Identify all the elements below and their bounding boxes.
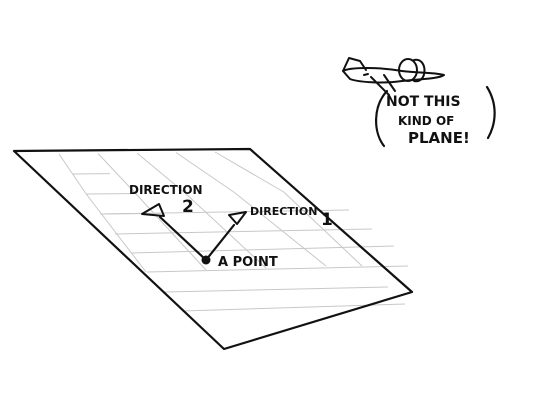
vector-direction-2 — [158, 215, 208, 262]
vector-direction-1 — [204, 223, 236, 262]
direction-1-label: DIRECTION — [250, 205, 317, 218]
arrowhead-direction-1 — [228, 211, 247, 225]
plane-grid-lower — [85, 191, 409, 312]
plane-grid — [58, 151, 285, 215]
point-label: A POINT — [218, 255, 278, 270]
note-line-2: KIND OF — [398, 114, 454, 128]
note-paren-left — [375, 89, 389, 148]
direction-1-number: 1 — [321, 210, 333, 230]
note-line-1: NOT THIS — [386, 94, 461, 110]
direction-2-label: DIRECTION — [129, 183, 203, 197]
arrowhead-direction-2 — [141, 203, 165, 217]
plane-outline — [12, 147, 414, 351]
direction-2-number: 2 — [182, 197, 194, 217]
point-marker — [201, 255, 211, 265]
airplane-doodle — [342, 57, 445, 96]
note-paren-right — [485, 85, 496, 140]
note-line-3: PLANE! — [408, 129, 470, 147]
